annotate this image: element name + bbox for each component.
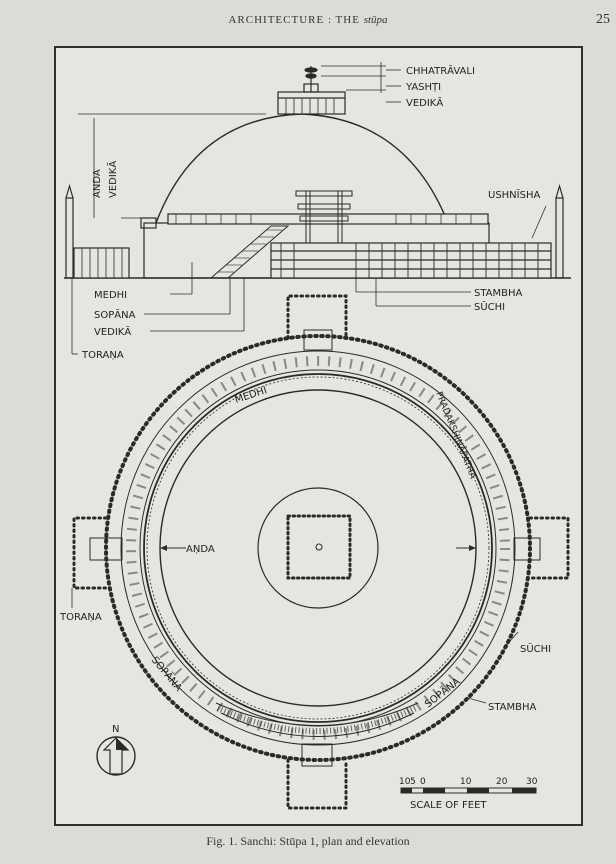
label-vedika-bottom: VEDIKĀ xyxy=(94,325,131,338)
running-head-title: ARCHITECTURE : THE xyxy=(228,14,360,26)
plan-leaders xyxy=(71,588,519,704)
plan-drawing xyxy=(72,294,570,810)
running-head: ARCHITECTURE : THE stūpa xyxy=(0,14,616,26)
north-arrow: N xyxy=(96,724,136,776)
scale-tick-2: 5 xyxy=(410,777,416,787)
figure-caption: Fig. 1. Sanchi: Stūpa 1, plan and elevat… xyxy=(206,834,410,848)
label-medhi-elevation: MEDHI xyxy=(94,290,127,301)
label-stambha-plan: STAMBHA xyxy=(488,702,537,713)
scale-bar: 10 5 0 10 20 30 SCALE OF FEET xyxy=(399,777,538,811)
scale-tick-5: 20 xyxy=(496,777,508,787)
label-vedika-top: VEDIKĀ xyxy=(406,96,443,109)
scale-tick-4: 10 xyxy=(460,777,472,787)
running-head-italic: stūpa xyxy=(363,14,388,26)
scale-tick-3: 0 xyxy=(420,777,426,787)
scale-label: SCALE OF FEET xyxy=(410,800,487,811)
label-ushnisha: USHNĪSHA xyxy=(488,188,540,201)
label-suchi-plan: SŪCHI xyxy=(520,642,551,655)
scale-tick-6: 30 xyxy=(526,777,538,787)
figure-frame: CHHATRĀVALI YASHṬI VEDIKĀ ANDA VEDIKĀ US… xyxy=(54,46,583,826)
label-chhatravali: CHHATRĀVALI xyxy=(406,64,475,77)
elevation-drawing xyxy=(64,66,571,279)
label-vedika-left: VEDIKĀ xyxy=(106,161,119,198)
label-torana-plan: TORAṆA xyxy=(59,612,102,623)
page-number: 25 xyxy=(596,12,610,27)
label-sopana-right: SOPĀNA xyxy=(422,675,463,711)
label-torana-elevation: TORAṆA xyxy=(81,350,124,361)
north-label: N xyxy=(112,724,119,735)
scale-tick-1: 10 xyxy=(399,777,411,787)
label-anda-plan: AṆDA xyxy=(186,544,215,555)
label-yashti: YASHṬI xyxy=(405,82,441,93)
label-sopana-elevation: SOPĀNA xyxy=(94,308,136,321)
label-anda-elevation: ANDA xyxy=(92,169,103,198)
label-suchi-elevation: SŪCHI xyxy=(474,300,505,313)
label-stambha-elevation: STAMBHA xyxy=(474,288,523,299)
elevation-leaders xyxy=(71,62,547,355)
stupa-drawing: CHHATRĀVALI YASHṬI VEDIKĀ ANDA VEDIKĀ US… xyxy=(59,62,571,811)
